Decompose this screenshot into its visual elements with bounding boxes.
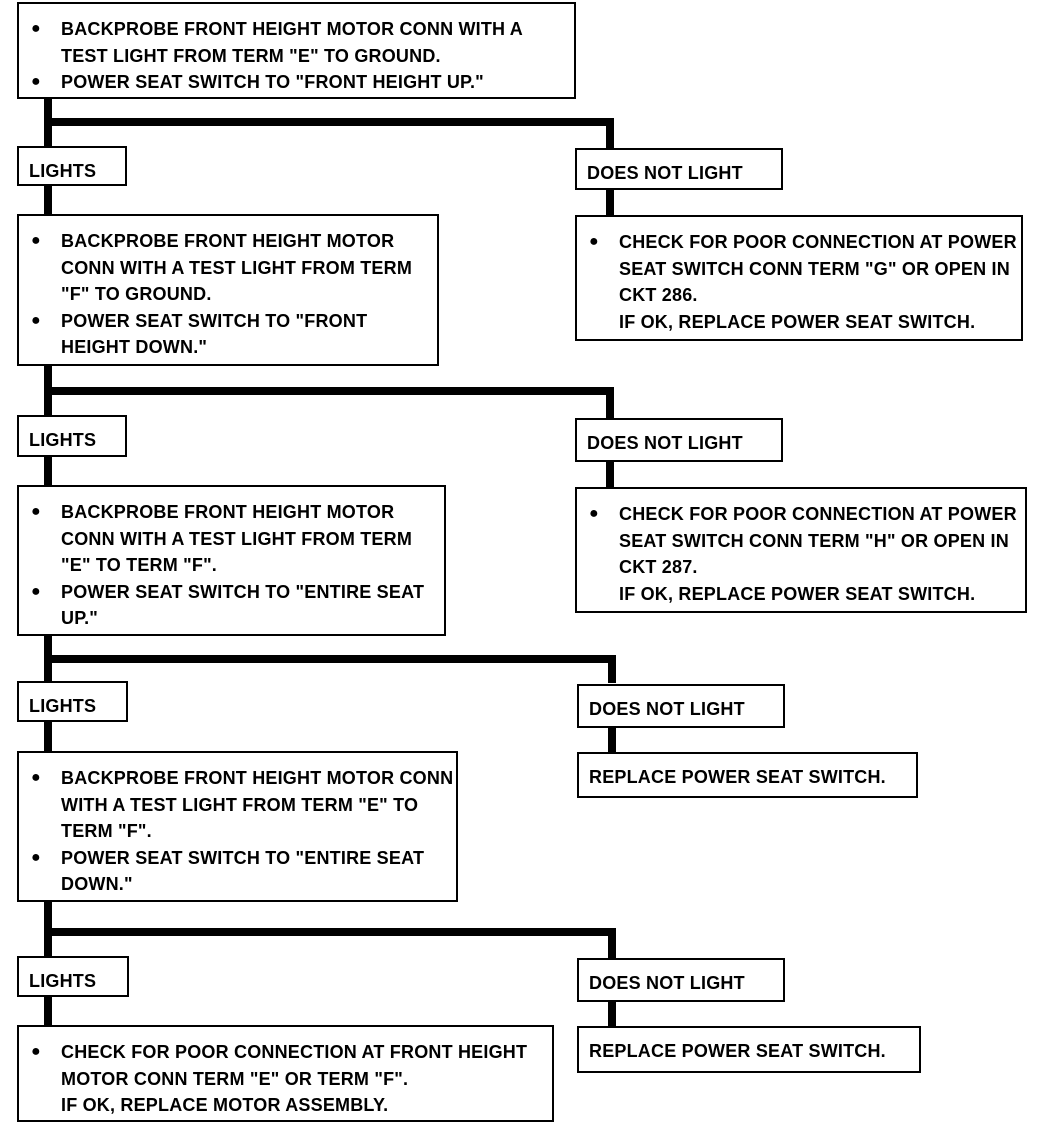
bullet-icon: ● bbox=[31, 848, 41, 866]
step1-no-light-bullet-text: CHECK FOR POOR CONNECTION AT POWER SEAT … bbox=[619, 232, 1017, 305]
step1-no-light-followup: IF OK, REPLACE POWER SEAT SWITCH. bbox=[619, 311, 976, 332]
step4-no-light-label: DOES NOT LIGHT bbox=[577, 958, 785, 1002]
step2-lights-text: LIGHTS bbox=[29, 430, 97, 450]
step2-no-light-action-box: ● CHECK FOR POOR CONNECTION AT POWER SEAT… bbox=[575, 487, 1027, 613]
step4-lights-text: LIGHTS bbox=[29, 971, 97, 991]
step2-no-light-bullet-text: CHECK FOR POOR CONNECTION AT POWER SEAT … bbox=[619, 504, 1017, 577]
step3-no-light-action-box: REPLACE POWER SEAT SWITCH. bbox=[577, 752, 918, 798]
step3-no-light-action-text: REPLACE POWER SEAT SWITCH. bbox=[589, 767, 886, 787]
final-followup: IF OK, REPLACE MOTOR ASSEMBLY. bbox=[61, 1095, 389, 1115]
step4-bullet-2-text: POWER SEAT SWITCH TO "ENTIRE SEAT DOWN." bbox=[61, 847, 425, 895]
step1-no-light-action-box: ● CHECK FOR POOR CONNECTION AT POWER SEAT… bbox=[575, 215, 1023, 341]
step2-test-box: ● BACKPROBE FRONT HEIGHT MOTOR CONN WITH … bbox=[17, 214, 439, 366]
bullet-icon: ● bbox=[589, 233, 599, 250]
connector-line bbox=[44, 184, 52, 216]
connector-line bbox=[44, 928, 616, 936]
step2-no-light-bullet: ● CHECK FOR POOR CONNECTION AT POWER SEAT… bbox=[577, 501, 1025, 581]
step3-bullet-2-text: POWER SEAT SWITCH TO "ENTIRE SEAT UP." bbox=[61, 581, 425, 629]
bullet-icon: ● bbox=[31, 1043, 41, 1060]
step2-no-light-followup: IF OK, REPLACE POWER SEAT SWITCH. bbox=[619, 583, 976, 604]
bullet-icon: ● bbox=[31, 20, 41, 37]
step1-bullet-2-text: POWER SEAT SWITCH TO "FRONT HEIGHT UP." bbox=[61, 72, 484, 92]
bullet-icon: ● bbox=[31, 311, 41, 329]
step1-bullet-1: ● BACKPROBE FRONT HEIGHT MOTOR CONN WITH … bbox=[19, 16, 574, 69]
connector-line bbox=[606, 188, 614, 218]
step3-no-light-text: DOES NOT LIGHT bbox=[589, 699, 745, 719]
step1-bullet-2: ● POWER SEAT SWITCH TO "FRONT HEIGHT UP." bbox=[19, 69, 574, 96]
connector-line bbox=[608, 726, 616, 756]
step2-bullet-2-text: POWER SEAT SWITCH TO "FRONT HEIGHT DOWN.… bbox=[61, 310, 368, 358]
connector-line bbox=[44, 454, 52, 488]
step2-bullet-2: ● POWER SEAT SWITCH TO "FRONT HEIGHT DOWN… bbox=[19, 308, 437, 361]
step3-bullet-1: ● BACKPROBE FRONT HEIGHT MOTOR CONN WITH … bbox=[19, 499, 444, 579]
bullet-icon: ● bbox=[31, 232, 41, 249]
step2-lights-label: LIGHTS bbox=[17, 415, 127, 457]
final-bullet: ● CHECK FOR POOR CONNECTION AT FRONT HEIG… bbox=[19, 1039, 552, 1092]
connector-line bbox=[44, 995, 52, 1029]
connector-line bbox=[44, 118, 614, 126]
step3-bullet-1-text: BACKPROBE FRONT HEIGHT MOTOR CONN WITH A… bbox=[61, 502, 413, 575]
connector-line bbox=[44, 387, 614, 395]
connector-line bbox=[44, 720, 52, 754]
step3-lights-text: LIGHTS bbox=[29, 696, 97, 716]
step1-no-light-bullet: ● CHECK FOR POOR CONNECTION AT POWER SEAT… bbox=[577, 229, 1021, 309]
connector-line bbox=[608, 928, 616, 960]
bullet-icon: ● bbox=[31, 769, 41, 786]
step1-lights-text: LIGHTS bbox=[29, 161, 97, 181]
step3-bullet-2: ● POWER SEAT SWITCH TO "ENTIRE SEAT UP." bbox=[19, 579, 444, 632]
bullet-icon: ● bbox=[31, 582, 41, 600]
step2-no-light-label: DOES NOT LIGHT bbox=[575, 418, 783, 462]
connector-line bbox=[608, 655, 616, 683]
connector-line bbox=[606, 387, 614, 419]
step1-no-light-text: DOES NOT LIGHT bbox=[587, 163, 743, 183]
step4-no-light-action-box: REPLACE POWER SEAT SWITCH. bbox=[577, 1026, 921, 1073]
final-bullet-text: CHECK FOR POOR CONNECTION AT FRONT HEIGH… bbox=[61, 1042, 528, 1089]
step4-test-box: ● BACKPROBE FRONT HEIGHT MOTOR CONN WITH … bbox=[17, 751, 458, 902]
step4-lights-label: LIGHTS bbox=[17, 956, 129, 997]
connector-line bbox=[608, 1000, 616, 1030]
step1-bullet-1-text: BACKPROBE FRONT HEIGHT MOTOR CONN WITH A… bbox=[61, 19, 523, 66]
step3-lights-label: LIGHTS bbox=[17, 681, 128, 722]
step1-test-box: ● BACKPROBE FRONT HEIGHT MOTOR CONN WITH … bbox=[17, 2, 576, 99]
step2-no-light-text: DOES NOT LIGHT bbox=[587, 433, 743, 453]
step4-bullet-1-text: BACKPROBE FRONT HEIGHT MOTOR CONN WITH A… bbox=[61, 768, 454, 841]
step4-no-light-action-text: REPLACE POWER SEAT SWITCH. bbox=[589, 1041, 886, 1061]
step4-bullet-1: ● BACKPROBE FRONT HEIGHT MOTOR CONN WITH … bbox=[19, 765, 456, 845]
step3-no-light-label: DOES NOT LIGHT bbox=[577, 684, 785, 728]
bullet-icon: ● bbox=[31, 503, 41, 520]
step2-bullet-1-text: BACKPROBE FRONT HEIGHT MOTOR CONN WITH A… bbox=[61, 231, 413, 304]
step3-test-box: ● BACKPROBE FRONT HEIGHT MOTOR CONN WITH … bbox=[17, 485, 446, 636]
connector-line bbox=[44, 655, 616, 663]
bullet-icon: ● bbox=[589, 505, 599, 522]
bullet-icon: ● bbox=[31, 73, 41, 90]
final-action-box: ● CHECK FOR POOR CONNECTION AT FRONT HEIG… bbox=[17, 1025, 554, 1122]
connector-line bbox=[606, 118, 614, 150]
step4-no-light-text: DOES NOT LIGHT bbox=[589, 973, 745, 993]
step2-bullet-1: ● BACKPROBE FRONT HEIGHT MOTOR CONN WITH … bbox=[19, 228, 437, 308]
step4-bullet-2: ● POWER SEAT SWITCH TO "ENTIRE SEAT DOWN.… bbox=[19, 845, 456, 898]
connector-line bbox=[606, 460, 614, 490]
step1-no-light-label: DOES NOT LIGHT bbox=[575, 148, 783, 190]
step1-lights-label: LIGHTS bbox=[17, 146, 127, 186]
